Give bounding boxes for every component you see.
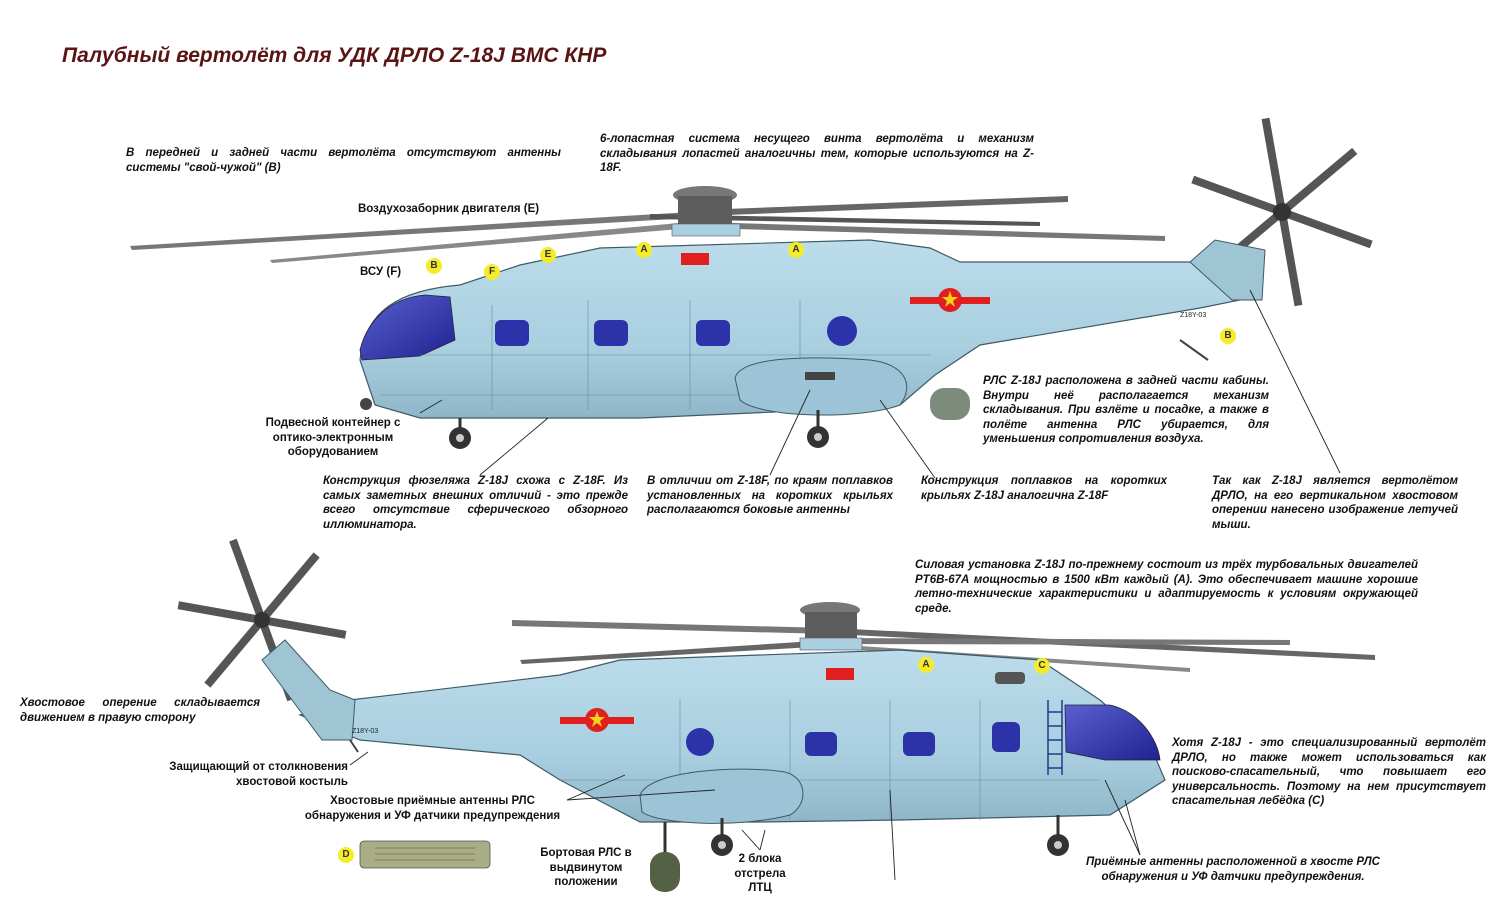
fuselage-bottom <box>298 649 1166 823</box>
window <box>805 732 837 756</box>
landing-gear-bottom <box>650 815 1069 892</box>
leader-lines-bottom <box>349 751 1141 881</box>
marker-a: A <box>788 242 804 258</box>
note-tail-skid: Защищающий от столкновения хвостовой кос… <box>169 761 348 788</box>
serial-top: Z18Y-03 <box>1180 312 1206 319</box>
helicopter-bottom-view: Z18Y-03 <box>177 538 1375 892</box>
leader-lines-top <box>419 289 1341 479</box>
serial-bottom: Z18Y-03 <box>352 728 378 735</box>
note-flares: 2 блока отстрела ЛТЦ <box>734 853 786 894</box>
note-apu: ВСУ (F) <box>360 266 402 278</box>
window <box>827 316 857 346</box>
note-intake: Воздухозаборник двигателя (Е) <box>358 203 540 215</box>
note-sar: Хотя Z-18J - это специализированный верт… <box>1172 737 1486 807</box>
note-pod: Подвесной контейнер с оптико-электронным… <box>265 417 401 458</box>
window <box>903 732 935 756</box>
note-rotor: 6-лопастная система несущего винта верто… <box>600 133 1034 174</box>
marker-b: B <box>426 258 442 274</box>
marker-a: A <box>918 657 934 673</box>
radar-sponson-top <box>734 357 908 416</box>
main-rotor-bottom <box>512 602 1375 672</box>
window <box>495 320 529 346</box>
note-side-antennas: В отличии от Z-18F, по краям поплавков у… <box>647 475 893 516</box>
cockpit-window-bottom <box>1064 704 1161 761</box>
marker-c: C <box>1034 658 1050 674</box>
window <box>686 728 714 756</box>
helicopter-top-view: Z18Y-03 <box>130 117 1373 479</box>
radar-sponson-bottom <box>639 768 804 824</box>
marker-b: B <box>1220 328 1236 344</box>
tail-fin-top <box>1189 239 1266 301</box>
note-tail-antennas: Хвостовые приёмные антенны РЛС обнаружен… <box>304 795 561 822</box>
note-iff: В передней и задней части вертолёта отсу… <box>126 147 561 174</box>
landing-gear-top <box>360 398 829 449</box>
flag-icon <box>826 668 854 680</box>
cockpit-window-top <box>359 294 456 361</box>
note-floats: Конструкция поплавков на коротких крылья… <box>921 475 1167 502</box>
tail-rotor-bottom <box>177 538 347 702</box>
window <box>696 320 730 346</box>
tail-fin-bottom <box>261 639 356 741</box>
note-radar: РЛС Z-18J расположена в задней части каб… <box>983 375 1269 445</box>
flag-icon <box>681 253 709 265</box>
window <box>594 320 628 346</box>
marker-d: D <box>338 847 354 863</box>
tail-rotor-top <box>1191 117 1373 307</box>
roundel-star-icon <box>910 288 990 312</box>
note-fuselage: Конструкция фюзеляжа Z-18J схожа с Z-18F… <box>323 475 628 531</box>
note-bat: Так как Z-18J является вертолётом ДРЛО, … <box>1212 475 1458 531</box>
window <box>992 722 1020 752</box>
roundel-star-icon <box>560 708 634 732</box>
note-powerplant: Силовая установка Z-18J по-прежнему сост… <box>915 559 1418 615</box>
note-nose-antennas: Приёмные антенны расположенной в хвосте … <box>1086 856 1380 883</box>
marker-e: E <box>540 247 556 263</box>
marker-f: F <box>484 264 500 280</box>
note-radar-deployed: Бортовая РЛС в выдвинутом положении <box>540 847 632 888</box>
page-title: Палубный вертолёт для УДК ДРЛО Z-18J ВМС… <box>62 44 607 67</box>
note-tail-fold: Хвостовое оперение складывается движение… <box>20 697 260 724</box>
main-rotor-top <box>130 186 1165 263</box>
marker-a: A <box>636 242 652 258</box>
